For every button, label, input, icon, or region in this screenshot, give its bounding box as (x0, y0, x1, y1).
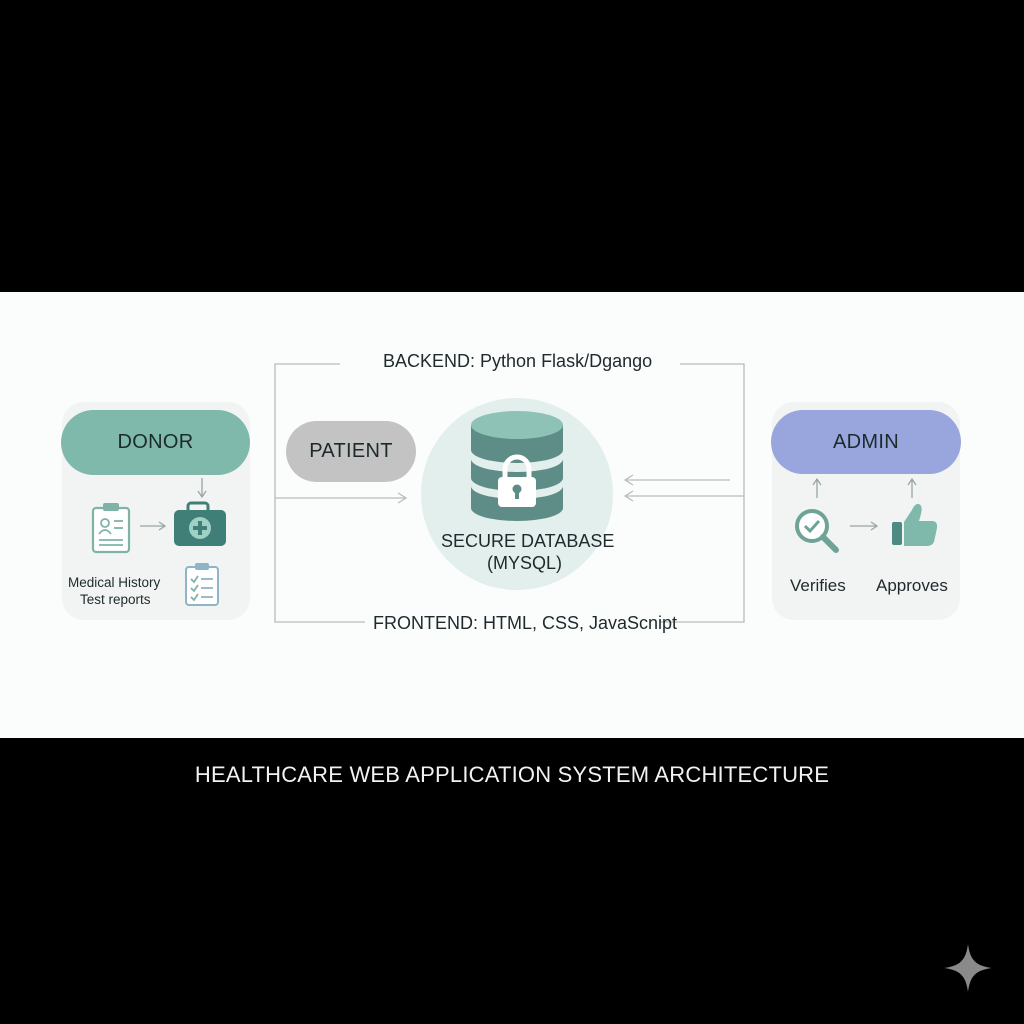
admin-pill: ADMIN (771, 410, 961, 474)
sparkle-icon (944, 944, 992, 992)
left-bracket-line (274, 363, 365, 623)
connector-lines (274, 363, 745, 623)
lock-icon (498, 454, 536, 507)
thumbs-up-icon (892, 503, 938, 546)
up-arrow-icon (812, 477, 822, 498)
backend-label: BACKEND: Python Flask/Dgango (383, 351, 653, 371)
right-arrow-icon (140, 521, 167, 531)
patient-pill: PATIENT (286, 421, 416, 482)
database-lock-icon (421, 398, 613, 590)
frontend-label: FRONTEND: HTML, CSS, JavaScnipt (373, 613, 678, 633)
magnifier-check-icon (795, 509, 839, 553)
clipboard-profile-icon (91, 503, 131, 554)
admin-verifies-label: Verifies (790, 576, 846, 595)
donor-icons (91, 478, 226, 606)
right-bracket-line (660, 363, 745, 623)
architecture-panel: BACKEND: Python Flask/Dgango FRONTEND: H… (0, 292, 1024, 738)
medical-kit-icon (174, 501, 226, 546)
diagram-caption: HEALTHCARE WEB APPLICATION SYSTEM ARCHIT… (194, 762, 830, 787)
donor-items-line1: Medical History (68, 575, 161, 590)
donor-items-line2: Test reports (80, 592, 151, 607)
donor-pill: DONOR (61, 410, 250, 475)
checklist-icon (185, 563, 219, 606)
up-arrow-icon (907, 477, 917, 498)
database-line1: SECURE DATABASE (441, 531, 615, 551)
down-arrow-icon (197, 478, 207, 499)
admin-icons (795, 477, 938, 553)
database-line2: (MYSQL) (487, 553, 563, 573)
admin-approves-label: Approves (876, 576, 948, 595)
right-arrow-icon (850, 521, 879, 531)
